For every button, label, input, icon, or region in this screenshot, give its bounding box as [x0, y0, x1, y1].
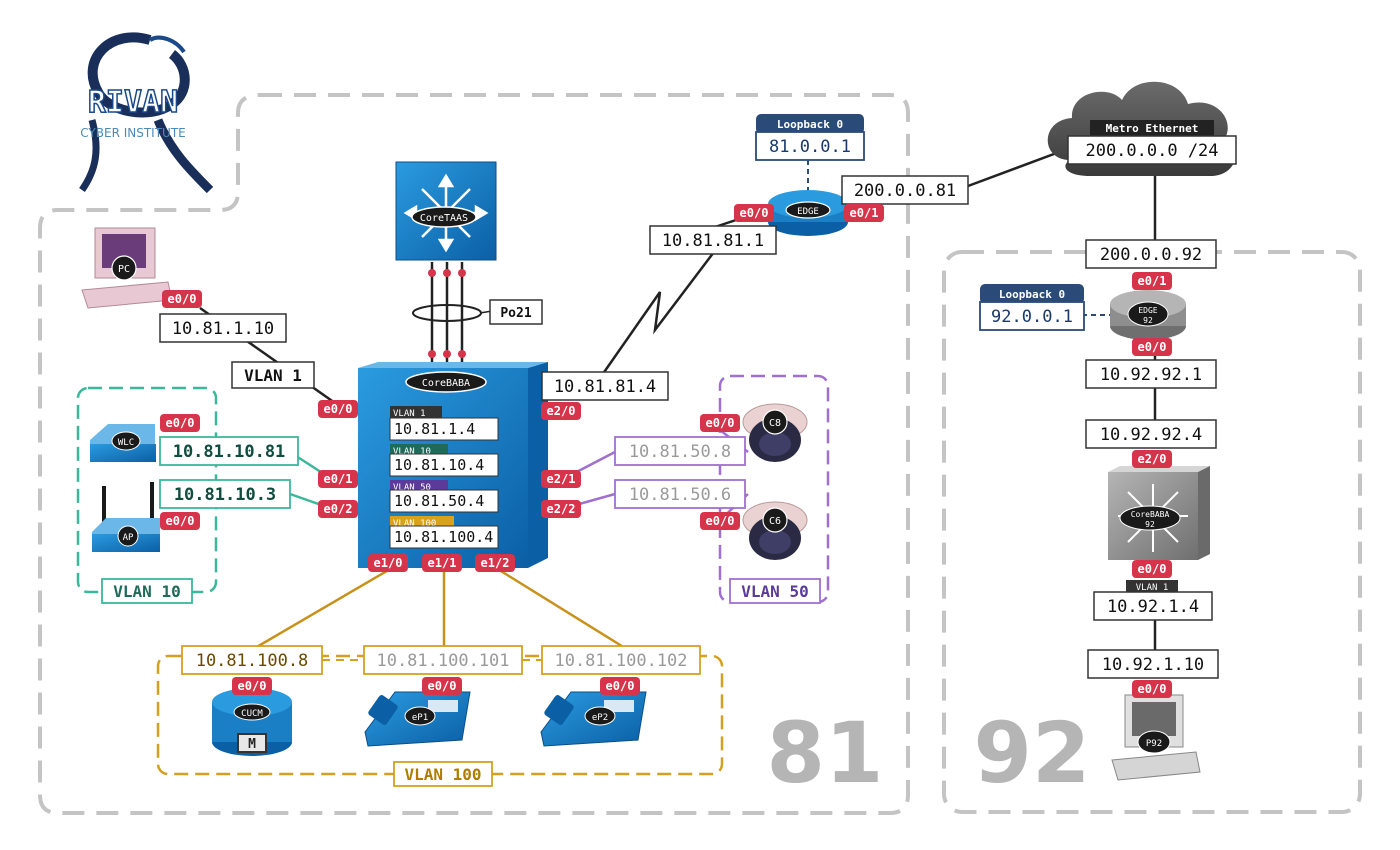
ep1-ip: 10.81.100.101 [376, 651, 509, 671]
svi-vlan-100: VLAN 100 [393, 519, 436, 529]
c8-port: e0/0 [706, 416, 735, 430]
ep2-port: e0/0 [606, 679, 635, 693]
edge-port-e01: e0/1 [850, 206, 879, 220]
p92-ip: 10.92.1.10 [1102, 655, 1204, 675]
wlc-ip: 10.81.10.81 [173, 442, 286, 462]
edge-port-e00: e0/0 [740, 206, 769, 220]
core-port-e12: e1/2 [481, 556, 510, 570]
wlc-port: e0/0 [166, 416, 195, 430]
wlc-icon[interactable]: WLC [90, 424, 156, 462]
edge92-port-e00: e0/0 [1138, 340, 1167, 354]
rivan-logo: RIVAN CYBER INSTITUTE [79, 32, 214, 194]
vlan100-label: VLAN 100 [404, 765, 481, 784]
edge-loopback-label: Loopback 0 [777, 118, 843, 131]
core92-port-e20: e2/0 [1138, 452, 1167, 466]
core-port-e01: e0/1 [324, 472, 353, 486]
p92-pc-icon[interactable]: P92 [1111, 694, 1201, 781]
edge92-sub: 92 [1143, 316, 1153, 325]
pc-label: PC [118, 264, 130, 275]
vlan50-label: VLAN 50 [741, 582, 808, 601]
ep2-label: eP2 [592, 713, 608, 723]
core-wan-ip: 10.81.81.4 [554, 377, 656, 397]
cucm-label: CUCM [241, 709, 263, 719]
corebaba-label: CoreBABA [422, 378, 470, 389]
edge-isp-ip: 200.0.0.81 [854, 181, 956, 201]
svi-ip-50: 10.81.50.4 [394, 492, 484, 510]
pc-ip: 10.81.1.10 [172, 319, 274, 339]
core92-port-e00: e0/0 [1138, 562, 1167, 576]
svi-vlan-1: VLAN 1 [393, 409, 426, 419]
vlan1-92-label: VLAN 1 [1136, 583, 1169, 593]
edge92-isp-ip: 200.0.0.92 [1100, 245, 1202, 265]
edge92-loopback-label: Loopback 0 [999, 288, 1065, 301]
coretaas-label: CoreTAAS [420, 213, 468, 224]
core-port-e00: e0/0 [324, 402, 353, 416]
edge92-label: EDGE [1138, 306, 1157, 315]
edge-loopback-ip: 81.0.0.1 [769, 137, 851, 157]
pc-icon[interactable]: PC [81, 227, 173, 309]
core-port-e20: e2/0 [547, 404, 576, 418]
edge92-lan-ip: 10.92.92.1 [1100, 365, 1202, 385]
ep1-port: e0/0 [428, 679, 457, 693]
cucm-ip: 10.81.100.8 [196, 651, 309, 671]
c6-ip: 10.81.50.6 [629, 485, 731, 505]
core92-svi-ip: 10.92.1.4 [1107, 597, 1199, 617]
corebaba92-switch-icon[interactable]: CoreBABA 92 [1108, 466, 1210, 560]
edge-label: EDGE [797, 207, 819, 217]
svi-ip-100: 10.81.100.4 [394, 528, 493, 546]
edge92-loopback-ip: 92.0.0.1 [991, 307, 1073, 327]
core-port-e10: e1/0 [374, 556, 403, 570]
c6-label: C6 [769, 516, 781, 527]
core92-wan-ip: 10.92.92.4 [1100, 425, 1202, 445]
coretaas-switch-icon[interactable]: CoreTAAS [395, 161, 497, 261]
svi-ip-10: 10.81.10.4 [394, 456, 484, 474]
edge-router-icon[interactable]: EDGE [768, 190, 848, 236]
ep1-label: eP1 [412, 713, 428, 723]
ep2-ip: 10.81.100.102 [554, 651, 687, 671]
ap-ip: 10.81.10.3 [174, 485, 276, 505]
site-number-81: 81 [767, 704, 884, 802]
c8-ip: 10.81.50.8 [629, 442, 731, 462]
core-port-e11: e1/1 [428, 556, 457, 570]
p92-port: e0/0 [1138, 682, 1167, 696]
svi-vlan-10: VLAN 10 [393, 447, 431, 457]
site-number-92: 92 [974, 704, 1091, 802]
logo-tagline: CYBER INSTITUTE [80, 126, 186, 140]
core-port-e21: e2/1 [547, 472, 576, 486]
cloud-subnet: 200.0.0.0 /24 [1085, 141, 1218, 161]
ap-label: AP [123, 533, 134, 543]
ip-phone-ep2-icon[interactable]: eP2 [540, 691, 647, 747]
po21-port-dots [428, 269, 466, 358]
cucm-badge: M [248, 737, 256, 752]
ip-phone-ep1-icon[interactable]: eP1 [364, 691, 471, 747]
site-81-zone [38, 93, 910, 815]
vlan10-label: VLAN 10 [113, 582, 180, 601]
corebaba92-label: CoreBABA [1131, 510, 1170, 519]
camera-c8-icon[interactable]: C8 [742, 403, 808, 462]
po21-label: Po21 [500, 306, 531, 321]
corebaba-svi-list: VLAN 1 10.81.1.4 VLAN 10 10.81.10.4 VLAN… [389, 406, 499, 549]
ap-port: e0/0 [166, 514, 195, 528]
vlan10-zone [76, 386, 218, 594]
edge-wan-ip: 10.81.81.1 [662, 231, 764, 251]
camera-c6-icon[interactable]: C6 [742, 501, 808, 560]
logo-name: RIVAN [88, 85, 178, 120]
svi-vlan-50: VLAN 50 [393, 483, 431, 493]
pc-port: e0/0 [168, 292, 197, 306]
corebaba92-sub: 92 [1145, 520, 1155, 529]
core-port-e22: e2/2 [547, 502, 576, 516]
c6-port: e0/0 [706, 514, 735, 528]
ap-icon[interactable]: AP [92, 482, 160, 552]
svi-ip-1: 10.81.1.4 [394, 420, 475, 438]
core-port-e02: e0/2 [324, 502, 353, 516]
cucm-port: e0/0 [238, 679, 267, 693]
cloud-label: Metro Ethernet [1106, 122, 1199, 135]
edge92-port-e01: e0/1 [1138, 274, 1167, 288]
p92-label: P92 [1146, 739, 1162, 749]
edge92-router-icon[interactable]: EDGE 92 [1110, 290, 1186, 340]
vlan1-label: VLAN 1 [244, 366, 302, 385]
cucm-server-icon[interactable]: CUCM M [212, 688, 292, 756]
c8-label: C8 [769, 418, 781, 429]
wlc-label: WLC [118, 438, 134, 448]
